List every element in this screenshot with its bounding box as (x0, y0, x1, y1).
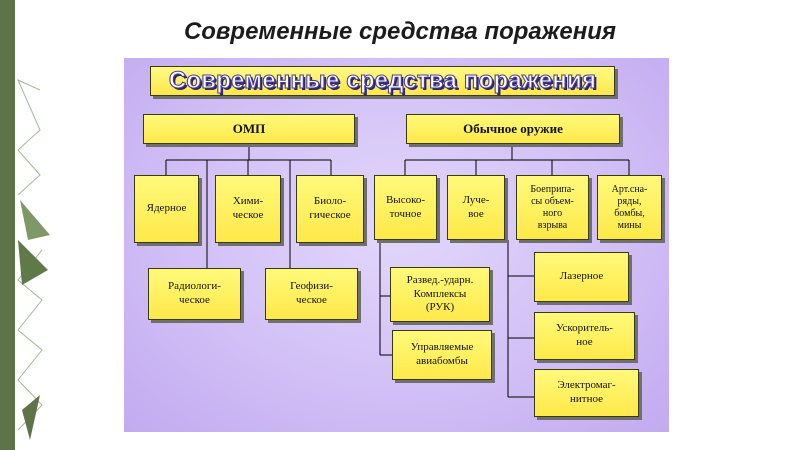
box-accelerator: Ускоритель- ное (534, 312, 635, 360)
box-volume-explosion-munitions: Боеприпа- сы объем- ного взрыва (516, 175, 589, 240)
left-decor-band (0, 0, 15, 450)
box-high-precision: Высоко- точное (374, 175, 437, 240)
box-beam: Луче- вое (447, 175, 505, 240)
box-laser: Лазерное (534, 252, 629, 302)
box-recon-strike-complexes: Развед.-ударн. Комплексы (РУК) (390, 267, 490, 322)
box-artillery-bombs-mines: Арт.сна- ряды, бомбы, мины (597, 175, 662, 240)
box-geophysical: Геофизи- ческое (265, 268, 358, 320)
box-omp: ОМП (143, 114, 355, 144)
box-electromagnetic: Электромаг- нитное (534, 369, 639, 417)
box-radiological: Радиологи- ческое (148, 268, 241, 320)
left-decor-lines (17, 79, 50, 440)
box-guided-aerial-bombs: Управляемые авиабомбы (392, 330, 492, 380)
box-biological: Биоло- гическое (296, 175, 364, 243)
slide-title: Современные средства поражения (183, 18, 617, 45)
box-chemical: Хими- ческое (215, 175, 281, 243)
box-nuclear: Ядерное (134, 175, 199, 243)
diagram-header: Современные средства поражения (150, 66, 615, 96)
box-conventional-weapons: Обычное оружие (406, 114, 620, 144)
